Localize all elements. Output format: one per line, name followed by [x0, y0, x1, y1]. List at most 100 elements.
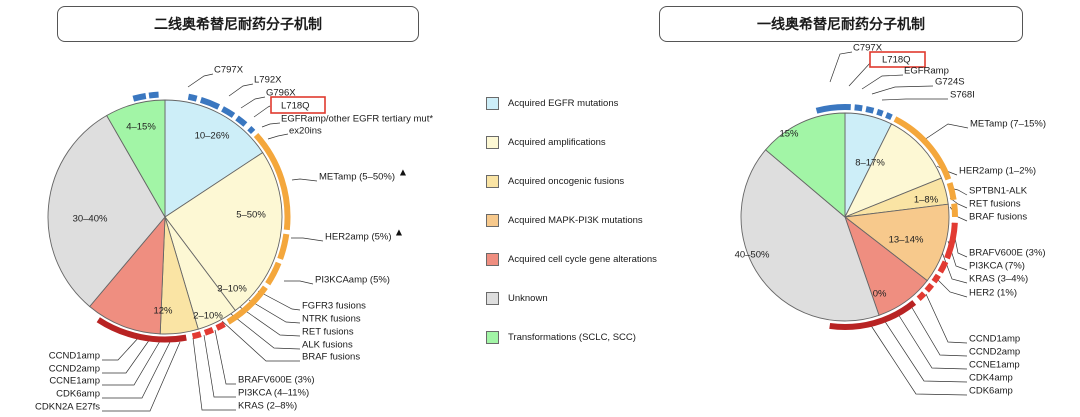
ring-segment	[215, 321, 226, 331]
pie-slice-mapk	[843, 203, 950, 282]
leader-line	[861, 74, 904, 90]
mechanism-label: L718Q	[281, 101, 310, 112]
mechanism-label: CCND1amp	[969, 334, 1020, 345]
pie-slice-label: 5–50%	[236, 210, 266, 221]
annotation-leader-lines	[102, 51, 969, 412]
ring-segment	[829, 300, 917, 330]
pie-slice-label: 8–17%	[855, 158, 885, 169]
mechanism-label: FGFR3 fusions	[302, 301, 366, 312]
pie-slice-label: 4–15%	[126, 122, 156, 133]
leader-line	[228, 83, 254, 97]
mechanism-label: CDK6amp	[56, 389, 100, 400]
leader-line	[214, 329, 236, 385]
pie-slice-amp	[164, 151, 283, 312]
mechanism-label: PI3KCA (7%)	[969, 261, 1025, 272]
ring-segment	[203, 326, 215, 336]
leader-line	[881, 98, 948, 101]
mechanism-label: BRAF fusions	[302, 352, 360, 363]
mechanism-label: ex20ins	[289, 126, 322, 137]
legend-swatch	[486, 136, 499, 149]
leader-line	[221, 320, 300, 362]
mechanism-label: ALK fusions	[302, 340, 353, 351]
highlight-box	[270, 96, 326, 114]
ring-segment	[132, 93, 147, 102]
legend-swatch	[486, 331, 499, 344]
ring-segment	[931, 273, 941, 284]
ring-segment	[937, 260, 949, 274]
leader-line	[257, 290, 301, 311]
legend-item: Acquired oncogenic fusions	[486, 162, 686, 201]
pie-slice-label: 13–14%	[889, 235, 924, 246]
legend-label: Acquired oncogenic fusions	[508, 176, 625, 187]
highlight-box	[869, 51, 926, 68]
leader-line	[829, 51, 853, 83]
leader-line	[291, 178, 318, 182]
leader-line	[203, 334, 236, 398]
pie-slice-unknown	[740, 149, 880, 322]
triangle-marker-icon: ▲	[400, 168, 407, 177]
legend-swatch	[486, 214, 499, 227]
mechanism-label: BRAFV600E (3%)	[969, 248, 1046, 259]
mechanism-label: C797X	[853, 43, 883, 54]
ring-segment	[885, 112, 893, 121]
legend: Acquired EGFR mutations Acquired amplifi…	[486, 84, 686, 357]
mechanism-label: CCNE1amp	[49, 376, 100, 387]
legend-item: Acquired MAPK-PI3K mutations	[486, 201, 686, 240]
leader-line	[925, 293, 968, 344]
mechanism-label: RET fusions	[969, 199, 1021, 210]
mechanism-annotations: C797X L792X G796X L718Q EGFRamp/other EGFR t…	[35, 43, 1046, 413]
leader-line	[291, 237, 324, 242]
mechanism-label: CCNE1amp	[969, 360, 1020, 371]
legend-item: Unknown	[486, 279, 686, 318]
ring-segment	[253, 133, 291, 231]
ring-segment	[876, 108, 884, 117]
mechanism-label: HER2amp (5%)	[325, 232, 392, 243]
mechanism-label: KRAS (3–4%)	[969, 274, 1028, 285]
legend-label: Acquired cell cycle gene alterations	[508, 254, 657, 265]
pie-slice-label: 10–26%	[195, 131, 230, 142]
mechanism-label: G796X	[266, 88, 296, 99]
mechanism-label: RET fusions	[302, 327, 354, 338]
ring-segment	[187, 93, 198, 102]
leader-line	[187, 73, 214, 88]
mechanism-label: METamp (5–50%)	[319, 172, 395, 183]
mechanism-label: EGFRamp/other EGFR tertiary mut*	[281, 114, 433, 125]
legend-swatch	[486, 253, 499, 266]
mechanism-label: CCND1amp	[49, 351, 100, 362]
ring-segment	[924, 282, 935, 293]
ring-segment	[893, 116, 952, 181]
triangle-marker-icon: ▲	[396, 228, 403, 237]
leader-line	[102, 341, 171, 399]
pie-slice-label: 12%	[153, 306, 173, 317]
mechanism-label: CDK4amp	[969, 373, 1013, 384]
pie-slice-label: 3–10%	[217, 284, 247, 295]
pie-slice-egfr	[164, 99, 264, 218]
leader-line	[239, 306, 301, 337]
chart-title-second-line: 二线奥希替尼耐药分子机制	[57, 6, 419, 42]
ring-segment	[247, 125, 256, 134]
pie-slice-amp	[844, 123, 943, 218]
mechanism-label: C797X	[214, 65, 244, 76]
leader-line	[267, 133, 289, 140]
mechanism-label: BRAF fusions	[969, 212, 1027, 223]
pie-slice-unknown	[47, 114, 166, 308]
legend-label: Acquired MAPK-PI3K mutations	[508, 215, 643, 226]
leader-line	[192, 337, 236, 411]
pie-slice-cellcycle	[89, 215, 166, 335]
ring-segment	[221, 106, 236, 118]
mechanism-label: L792X	[254, 75, 282, 86]
leader-line	[253, 105, 271, 118]
mechanism-label: G724S	[935, 77, 965, 88]
mechanism-label: CCND2amp	[49, 364, 100, 375]
ring-segment	[265, 261, 282, 286]
mechanism-label: PI3KCA (4–11%)	[238, 388, 309, 399]
ring-segment	[946, 182, 957, 201]
leader-line	[102, 338, 151, 374]
ring-segment	[815, 104, 851, 114]
leader-line	[284, 280, 314, 285]
leader-line	[102, 341, 181, 412]
mechanism-label: BRAFV600E (3%)	[238, 375, 315, 386]
legend-item: Acquired amplifications	[486, 123, 686, 162]
mechanism-label: KRAS (2–8%)	[238, 401, 297, 412]
